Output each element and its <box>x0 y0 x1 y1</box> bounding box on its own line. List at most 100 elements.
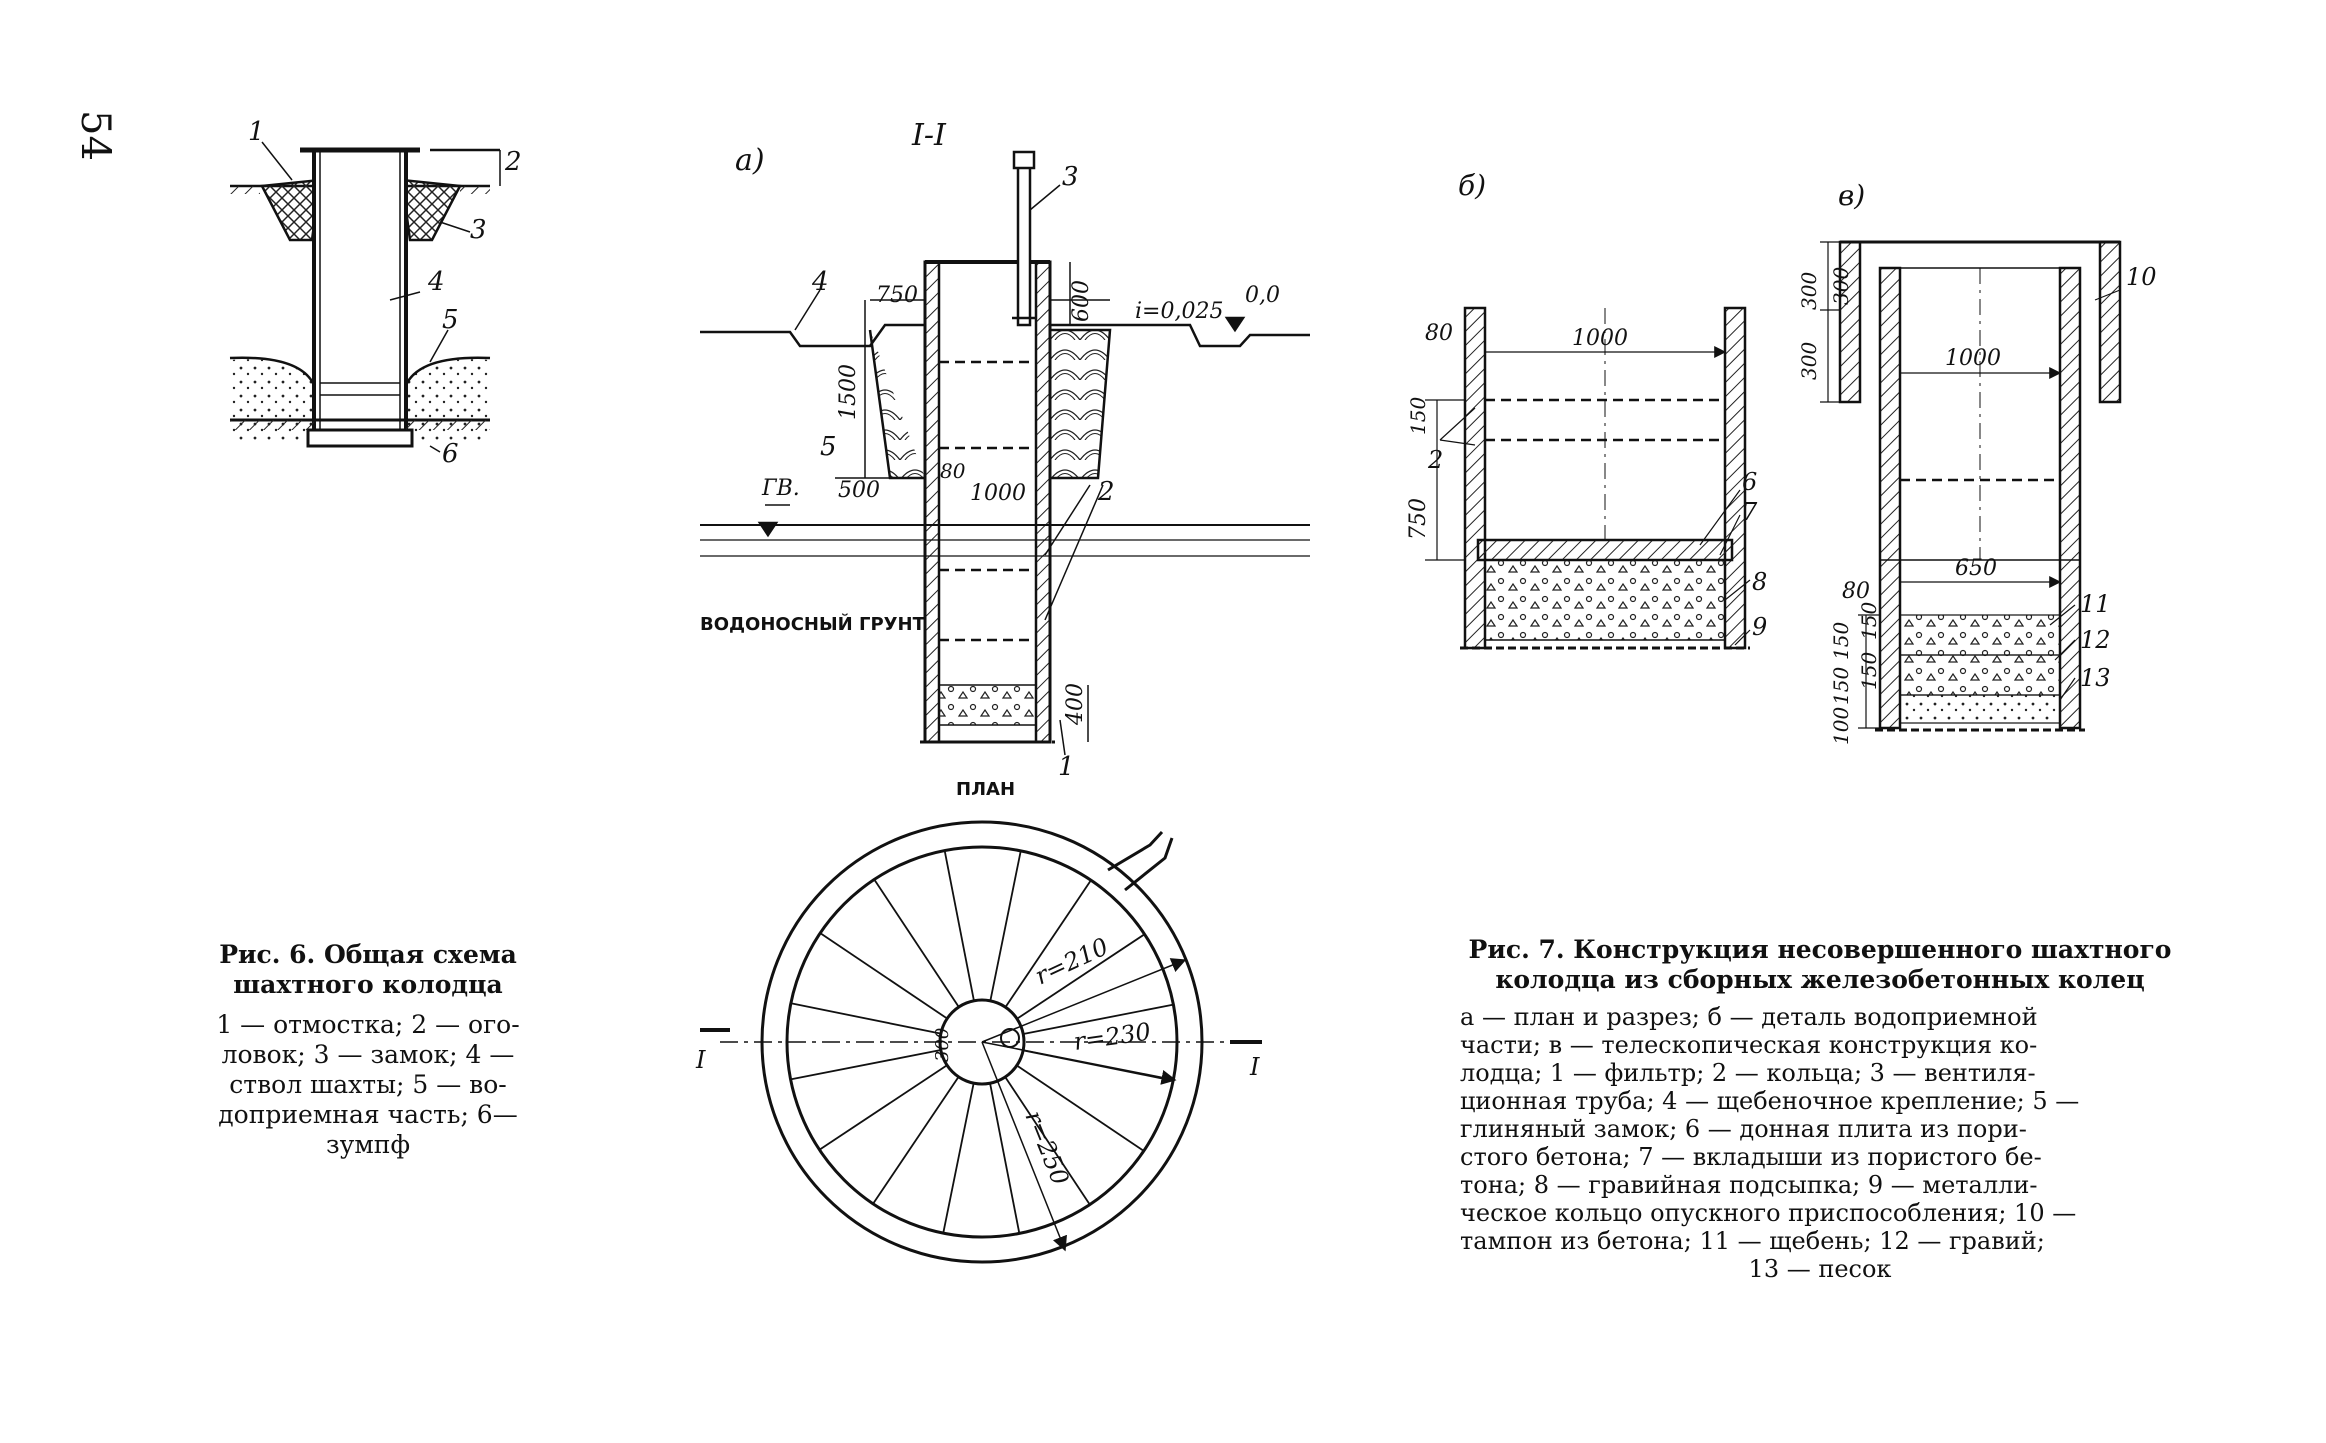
fig7b-dim-750: 750 <box>1406 498 1431 540</box>
plan-radial-line <box>989 850 1022 1002</box>
fig7b-label-6: 6 <box>1742 468 1757 496</box>
fig7-legend-line: тона; 8 — гравийная подсыпка; 9 — металл… <box>1460 1171 2038 1199</box>
fig7c-dim-300-c: 300 <box>1797 342 1821 380</box>
fig7c-label-11: 11 <box>2080 590 2111 618</box>
plan-radial-line <box>790 1002 942 1035</box>
plan-radial-line <box>1016 933 1146 1020</box>
fig7b-detail <box>1425 306 1751 650</box>
plan-radial-line <box>872 1076 960 1205</box>
fig7a-dim-750: 750 <box>876 283 918 308</box>
fig7b-dim-1000: 1000 <box>1572 326 1628 351</box>
fig7c-dim-300-a: 300 <box>1797 272 1821 310</box>
plan-r230: r=230 <box>1072 1017 1153 1055</box>
fig6-label-3: 3 <box>470 215 487 245</box>
fig7a-section <box>700 150 1310 756</box>
fig7c-panel-label: в) <box>1838 179 1865 212</box>
fig7c-dim-300-b: 300 <box>1829 267 1853 305</box>
plan-radial-line <box>873 878 960 1008</box>
plan-radial-line <box>1016 1064 1145 1152</box>
fig7a-section-label: I-I <box>911 118 947 153</box>
fig7c-detail <box>1820 240 2122 732</box>
fig7a-label-4: 4 <box>811 267 829 297</box>
plan-radial-line <box>989 1083 1021 1234</box>
plan-r250: r=250 <box>1019 1107 1074 1189</box>
fig7a-slope: i=0,025 <box>1135 299 1223 324</box>
plan-view <box>700 820 1262 1264</box>
fig7c-dim-150-d: 150 <box>1857 652 1881 690</box>
fig7a-aquifer-label: ВОДОНОСНЫЙ ГРУНТ <box>700 613 926 635</box>
fig7c-label-13: 13 <box>2080 664 2111 692</box>
fig7a-gv: ГВ. <box>761 476 800 501</box>
fig6-label-1: 1 <box>248 117 265 147</box>
fig7-legend-line: части; в — телескопическая конструкция к… <box>1460 1031 2038 1059</box>
fig7a-dim-600: 600 <box>1069 280 1094 322</box>
fig6-label-4: 4 <box>427 267 445 297</box>
fig6-legend-line: доприемная часть; 6— <box>218 1100 518 1129</box>
fig7b-panel-label: б) <box>1458 169 1486 202</box>
fig7c-dim-80: 80 <box>1842 579 1870 604</box>
fig7c-label-10: 10 <box>2126 263 2157 291</box>
fig6-legend-line: ловок; 3 — замок; 4 — <box>221 1040 515 1069</box>
plan-radial-line <box>1004 879 1092 1008</box>
fig6-labels: 1 2 3 4 5 6 <box>248 117 522 469</box>
fig7a-label-3: 3 <box>1062 162 1079 192</box>
fig7-caption: Рис. 7. Конструкция несовершенного шахтн… <box>1460 935 2180 1283</box>
fig7a-label-5: 5 <box>820 432 837 462</box>
plan-radial-line <box>819 932 948 1020</box>
fig6-caption-title-1: Рис. 6. Общая схема <box>219 940 517 969</box>
fig7-legend-line: ционная труба; 4 — щебеночное крепление;… <box>1460 1087 2080 1115</box>
fig7b-label-7: 7 <box>1742 498 1758 526</box>
fig7b-label-9: 9 <box>1752 613 1767 641</box>
plan-radial-line <box>1004 1076 1091 1206</box>
fig7-caption-title-2: колодца из сборных железобетонных колец <box>1495 965 2145 994</box>
fig6-legend-line: 1 — отмостка; 2 — ого- <box>216 1010 520 1039</box>
fig7c-dim-650: 650 <box>1955 556 1997 581</box>
fig6-legend-line: зумпф <box>325 1130 411 1159</box>
fig7a-dim-500: 500 <box>838 478 880 503</box>
fig7c-dim-100: 100 <box>1829 707 1853 745</box>
fig7a-dim-1000: 1000 <box>970 481 1026 506</box>
fig7-legend-line: глиняный замок; 6 — донная плита из пори… <box>1460 1115 2027 1143</box>
fig6-caption: Рис. 6. Общая схема шахтного колодца 1 —… <box>198 940 538 1160</box>
fig7a-panel-label: а) <box>735 143 765 178</box>
fig7a-label-1: 1 <box>1058 752 1075 782</box>
fig7b-label-2: 2 <box>1427 446 1443 474</box>
fig7-legend-line: ческое кольцо опускного приспособления; … <box>1460 1199 2077 1227</box>
fig7a-dim-1500: 1500 <box>836 364 861 420</box>
fig7a-label-2: 2 <box>1097 477 1115 507</box>
fig7c-dim-1000: 1000 <box>1945 346 2001 371</box>
fig7a-dim-400: 400 <box>1063 683 1088 726</box>
fig6-label-6: 6 <box>442 439 459 469</box>
plan-section-left: I <box>695 1046 706 1074</box>
fig7b-label-8: 8 <box>1752 568 1767 596</box>
fig6-label-2: 2 <box>504 147 522 177</box>
plan-radial-lines <box>790 850 1174 1234</box>
fig7-legend-line: 13 — песок <box>1748 1255 1892 1283</box>
plan-radial-line <box>1023 1003 1174 1035</box>
fig7c-labels: в) 300 300 300 10 1000 80 650 150 150 15… <box>1797 179 2157 745</box>
fig7a-labels: а) I-I 3 4 750 600 i=0,025 0,0 1500 5 50… <box>700 118 1280 800</box>
fig7-legend-line: стого бетона; 7 — вкладыши из пористого … <box>1460 1143 2042 1171</box>
fig7c-label-12: 12 <box>2080 626 2111 654</box>
fig7-legend-line: а — план и разрез; б — деталь водоприемн… <box>1460 1003 2038 1031</box>
plan-radial-line <box>943 850 975 1001</box>
plan-section-right: I <box>1249 1053 1260 1081</box>
fig7-caption-title-1: Рис. 7. Конструкция несовершенного шахтн… <box>1468 935 2172 964</box>
fig7c-dim-150-c: 150 <box>1829 667 1853 705</box>
plan-radial-line <box>790 1049 941 1081</box>
fig6-label-5: 5 <box>442 305 459 335</box>
fig6-diagram <box>229 141 501 453</box>
plan-radial-line <box>818 1064 948 1151</box>
fig7-legend-line: лодца; 1 — фильтр; 2 — кольца; 3 — венти… <box>1460 1059 2036 1087</box>
fig6-legend-line: ствол шахты; 5 — во- <box>229 1070 507 1099</box>
fig7-legend-line: тампон из бетона; 11 — щебень; 12 — грав… <box>1460 1227 2045 1255</box>
fig7c-dim-150-b: 150 <box>1857 602 1881 640</box>
plan-heading: ПЛАН <box>956 779 1015 800</box>
fig6-caption-title-2: шахтного колодца <box>233 970 503 999</box>
fig7a-zero: 0,0 <box>1245 283 1280 308</box>
fig7b-dim-150: 150 <box>1406 397 1430 435</box>
plan-dim-300: 300 <box>932 1028 953 1062</box>
fig7a-dim-80: 80 <box>940 459 966 483</box>
